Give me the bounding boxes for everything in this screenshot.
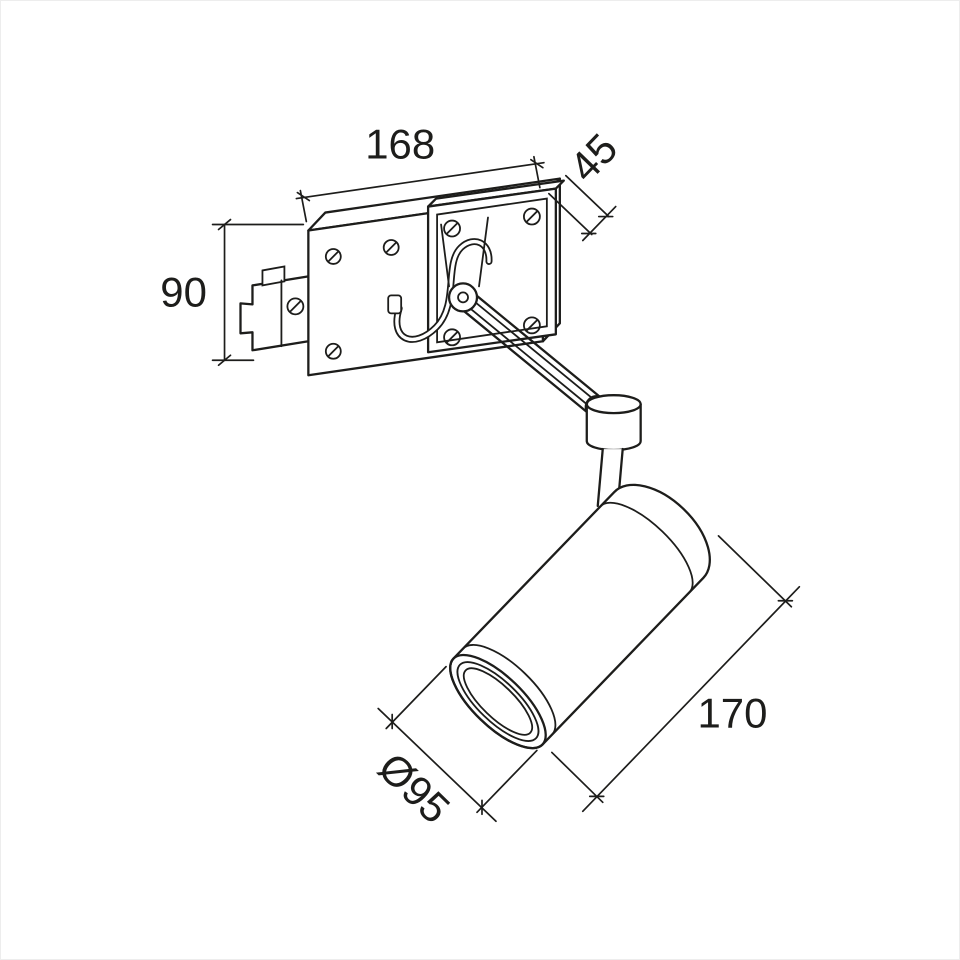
screw-icon <box>523 316 541 335</box>
dimension-line <box>581 205 617 242</box>
screw-icon <box>324 342 342 360</box>
connector-tab <box>261 265 286 287</box>
box-screws <box>324 239 400 360</box>
track-connector <box>239 265 310 352</box>
rear-cap-ring <box>599 501 694 594</box>
dimension-tick <box>530 158 544 169</box>
mounting-plate <box>426 179 565 354</box>
arm-bar-inner <box>459 299 596 412</box>
pivot-bracket <box>478 216 489 288</box>
front-rim <box>449 653 547 750</box>
arm-pivot-joint <box>447 282 479 313</box>
dimension-tick <box>217 354 232 367</box>
screw-icon <box>523 207 541 226</box>
screw-icon <box>443 219 461 238</box>
height-dimension-label: 90 <box>160 268 207 315</box>
arm-bar-inner <box>464 293 601 405</box>
dimension-tick <box>296 191 311 202</box>
dimension-line <box>295 161 545 200</box>
dimension-width: 168 <box>295 121 545 223</box>
screw-icon <box>324 248 342 265</box>
pivot-bracket <box>440 223 450 288</box>
screw-icon <box>382 239 400 256</box>
plate-screws <box>443 207 541 347</box>
cable-grommet <box>387 294 403 315</box>
extension-line <box>551 751 604 804</box>
width-dimension-label: 168 <box>365 121 435 168</box>
lamp-holder-collar <box>585 394 642 452</box>
connector-body <box>239 275 310 352</box>
anti-glare-louver <box>462 667 534 736</box>
dimension-tick <box>217 218 232 231</box>
length-dimension-label: 170 <box>698 689 768 736</box>
front-bezel-ring <box>462 644 557 736</box>
dimension-line <box>581 585 801 813</box>
extension-line <box>564 174 610 218</box>
extension-line <box>385 665 447 730</box>
dimension-height: 90 <box>160 218 305 367</box>
extension-line <box>548 192 593 236</box>
extension-line <box>717 535 793 608</box>
spotlight-cylinder <box>449 483 711 750</box>
arm-bar-edge <box>468 288 605 401</box>
screw-icon <box>286 297 305 316</box>
extension-line <box>476 749 538 814</box>
diameter-dimension-label: Ø95 <box>369 743 459 832</box>
arm-bar-edge <box>455 303 592 416</box>
screw-icon <box>443 328 461 347</box>
dimension-length: 170 <box>551 535 801 813</box>
inner-rim <box>456 661 540 742</box>
plate-inner-outline <box>436 197 548 344</box>
dimension-line <box>377 707 497 823</box>
